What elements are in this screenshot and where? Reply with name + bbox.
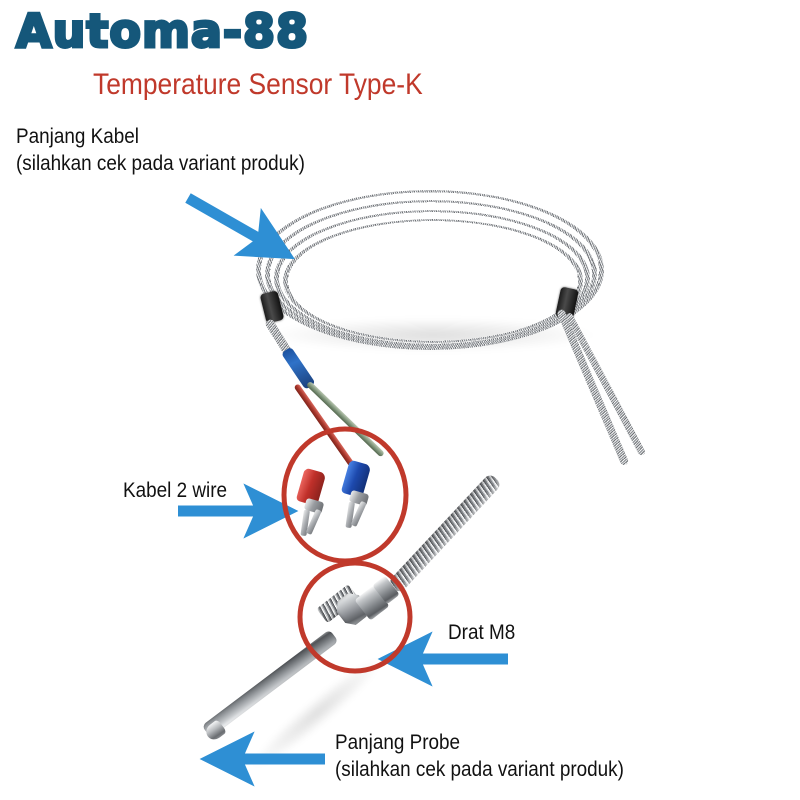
brand-logo: Automa-88 — [14, 3, 310, 60]
callout-cable-length-line1: Panjang Kabel — [16, 125, 139, 148]
callout-probe-length-line1: Panjang Probe — [335, 731, 461, 754]
callout-two-wire-line1: Kabel 2 wire — [123, 479, 228, 502]
cable-run — [564, 311, 647, 457]
spring-strain-relief — [387, 472, 503, 595]
callout-two-wire: Kabel 2 wire — [123, 478, 227, 505]
callout-cable-length-line2: (silahkan cek pada variant produk) — [16, 151, 305, 175]
callout-thread-m8-line1: Drat M8 — [448, 621, 516, 644]
callout-probe-length: Panjang Probe (silahkan cek pada variant… — [335, 730, 624, 784]
page-subtitle: Temperature Sensor Type-K — [93, 68, 423, 101]
callout-probe-length-line2: (silahkan cek pada variant produk) — [335, 757, 624, 781]
callout-thread-m8: Drat M8 — [448, 620, 515, 647]
cable-coil-strand — [283, 219, 583, 343]
callout-cable-length: Panjang Kabel (silahkan cek pada variant… — [16, 124, 305, 178]
